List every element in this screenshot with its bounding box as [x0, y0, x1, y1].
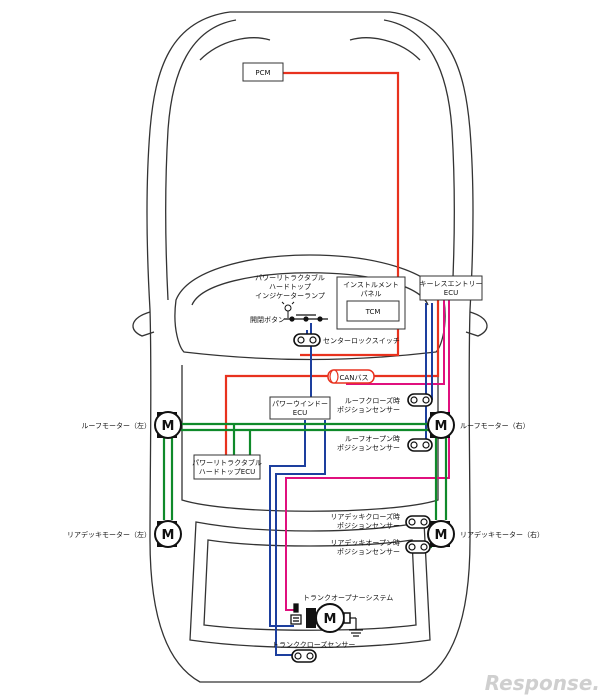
instrument-panel-label-1: インストルメント — [343, 281, 399, 289]
trunk-close-sensor-label: トランククローズセンサー — [272, 640, 355, 649]
motor-symbol: M — [324, 612, 337, 627]
trunk-close-sensor-icon — [291, 649, 317, 663]
rear-deck-close-sensor-icon — [405, 515, 431, 529]
rear-deck-open-sensor-label-1: リアデッキオープン時 — [330, 538, 400, 547]
center-lock-switch-icon — [293, 333, 321, 347]
car-body-outline — [132, 11, 488, 683]
roof-close-sensor-label-1: ルーフクローズ時 — [345, 396, 400, 405]
motor-symbol: M — [162, 419, 175, 434]
roof-motor-right: M — [427, 411, 455, 439]
tcm-label: TCM — [365, 308, 381, 316]
roof-close-sensor-label-2: ポジションセンサー — [337, 406, 400, 414]
rear-deck-close-sensor-label-2: ポジションセンサー — [337, 522, 400, 530]
ground-symbol — [349, 617, 363, 637]
center-lock-switch-label: センターロックスイッチ — [323, 336, 400, 345]
roof-motor-right-label: ルーフモーター（右） — [460, 421, 530, 430]
motor-harness-wiring — [162, 422, 448, 549]
roof-close-sensor-icon — [407, 393, 433, 407]
hardtop-ecu-box — [193, 454, 261, 480]
rear-deck-open-sensor-icon — [405, 540, 431, 554]
roof-open-sensor-icon — [407, 438, 433, 452]
keyless-ecu-label-1: キーレスエントリー — [420, 280, 483, 288]
tcm-box — [346, 300, 400, 322]
can-bus-label: CANバス — [340, 374, 369, 382]
keyless-ecu-box — [419, 275, 483, 301]
can-bus-connector — [327, 369, 375, 384]
indicator-lamp-label-3: インジケーターランプ — [255, 291, 325, 300]
motor-symbol: M — [435, 419, 448, 434]
rear-deck-motor-right: M — [427, 520, 455, 548]
indicator-lamp-label-1: パワーリトラクタブル — [255, 273, 325, 282]
keyless-ecu-label-2: ECU — [444, 289, 458, 297]
indicator-lamp-icon — [281, 301, 295, 318]
pcm-box — [242, 62, 284, 82]
can-bus-wiring — [224, 71, 440, 462]
motor-symbol: M — [162, 528, 175, 543]
roof-motor-left: M — [154, 411, 182, 439]
roof-motor-left-label: ルーフモーター（左） — [81, 421, 151, 430]
trunk-opener-icon — [290, 603, 302, 625]
indicator-lamp-label-2: ハードトップ — [269, 283, 311, 291]
hardtop-ecu-label-1: パワーリトラクタブル — [192, 458, 262, 467]
trunk-motor: M — [306, 603, 351, 633]
rear-deck-open-sensor-label-2: ポジションセンサー — [337, 548, 400, 556]
trunk-opener-label: トランクオープナーシステム — [303, 594, 393, 602]
brand-watermark: Response. — [485, 671, 600, 695]
open-close-button-label: 開閉ボタン — [250, 315, 285, 324]
instrument-panel-label-2: パネル — [361, 290, 382, 298]
rear-deck-close-sensor-label-1: リアデッキクローズ時 — [330, 512, 400, 521]
rear-deck-motor-left: M — [154, 520, 182, 548]
pcm-label: PCM — [255, 69, 270, 77]
rear-deck-motor-right-label: リアデッキモーター（右） — [460, 530, 544, 539]
roof-open-sensor-label-2: ポジションセンサー — [337, 444, 400, 452]
hardtop-ecu-label-2: ハードトップECU — [199, 468, 255, 476]
power-window-ecu-label-2: ECU — [293, 409, 307, 417]
roof-open-sensor-label-1: ルーフオープン時 — [345, 435, 400, 443]
rear-deck-motor-left-label: リアデッキモーター（左） — [67, 530, 151, 539]
open-close-button-icon — [284, 314, 328, 322]
power-window-ecu-box — [269, 396, 331, 420]
motor-symbol: M — [435, 528, 448, 543]
power-window-ecu-label-1: パワーウインドー — [272, 400, 328, 408]
